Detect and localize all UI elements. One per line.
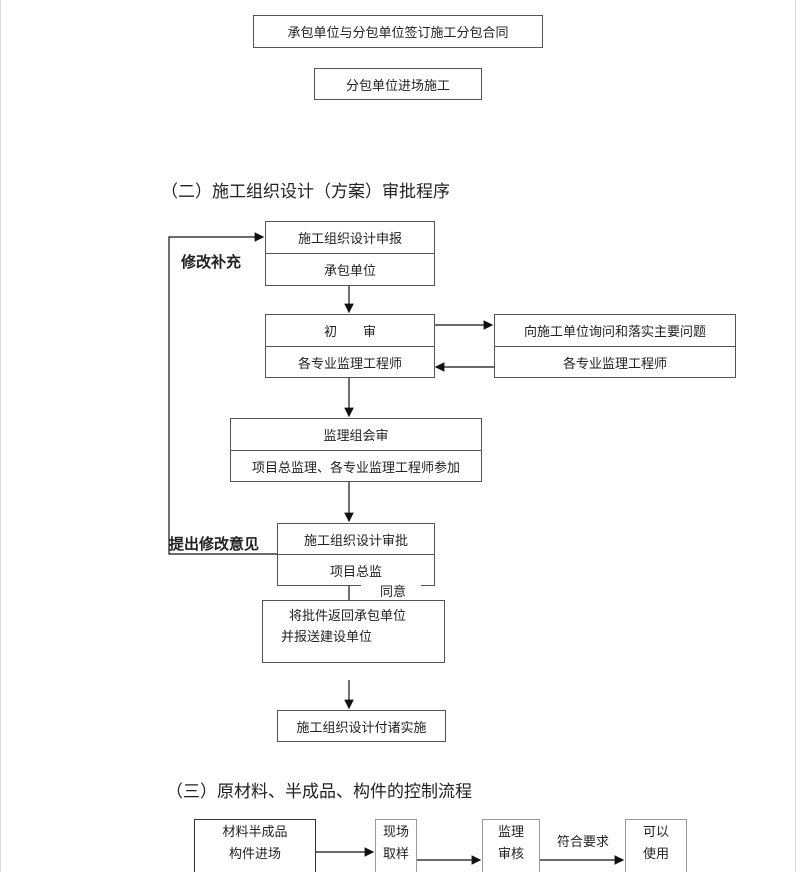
inquiry-title: 向施工单位询问和落实主要问题 <box>523 325 706 340</box>
return-box: 将批件返回承包单位 并报送建设单位 <box>262 600 445 663</box>
section2-heading: （二）施工组织设计（方案）审批程序 <box>161 182 450 202</box>
section3-heading: （三）原材料、半成品、构件的控制流程 <box>166 782 472 802</box>
sampling-box: 现场 取样 <box>375 819 417 872</box>
materials-box: 材料半成品 构件进场 <box>194 819 316 872</box>
prelim-box: 初 审 各专业监理工程师 <box>265 314 435 378</box>
materials-line1: 材料半成品 <box>222 825 288 840</box>
prelim-party: 各专业监理工程师 <box>266 346 434 377</box>
submit-box: 施工组织设计申报 承包单位 <box>265 221 435 286</box>
joint-party: 项目总监理、各专业监理工程师参加 <box>231 450 481 481</box>
revise-supplement-label: 修改补充 <box>181 253 242 271</box>
materials-line2: 构件进场 <box>228 847 281 862</box>
submit-party: 承包单位 <box>266 253 434 285</box>
contract-box: 承包单位与分包单位签订施工分包合同 <box>253 15 543 48</box>
sampling-line1: 现场 <box>382 825 409 840</box>
enter-site-text: 分包单位进场施工 <box>345 78 450 94</box>
enter-site-box: 分包单位进场施工 <box>314 68 482 100</box>
review-box: 监理 审核 <box>482 819 540 872</box>
approval-box: 施工组织设计审批 项目总监 <box>277 523 435 586</box>
usable-line1: 可以 <box>642 825 669 840</box>
raise-opinion-label: 提出修改意见 <box>169 535 260 553</box>
joint-review-box: 监理组会审 项目总监理、各专业监理工程师参加 <box>230 418 482 482</box>
agree-label: 同意 <box>378 581 409 600</box>
implement-box: 施工组织设计付诸实施 <box>277 710 446 742</box>
implement-text: 施工组织设计付诸实施 <box>296 720 427 736</box>
inquiry-party: 各专业监理工程师 <box>495 346 735 377</box>
usable-box: 可以 使用 <box>625 819 687 872</box>
approve-party: 项目总监 <box>278 554 434 585</box>
contract-text: 承包单位与分包单位签订施工分包合同 <box>287 26 509 41</box>
approve-title: 施工组织设计审批 <box>303 533 408 549</box>
inquiry-box: 向施工单位询问和落实主要问题 各专业监理工程师 <box>494 314 736 378</box>
submit-title: 施工组织设计申报 <box>297 232 402 247</box>
review-line2: 审核 <box>497 847 524 862</box>
joint-title: 监理组会审 <box>323 429 389 444</box>
usable-line2: 使用 <box>642 847 669 862</box>
return-line2: 并报送建设单位 <box>281 630 373 645</box>
sampling-line2: 取样 <box>382 847 409 862</box>
meets-requirements-label: 符合要求 <box>557 835 610 850</box>
prelim-title: 初 审 <box>323 325 376 340</box>
review-line1: 监理 <box>497 825 524 840</box>
return-line1: 将批件返回承包单位 <box>289 609 407 624</box>
